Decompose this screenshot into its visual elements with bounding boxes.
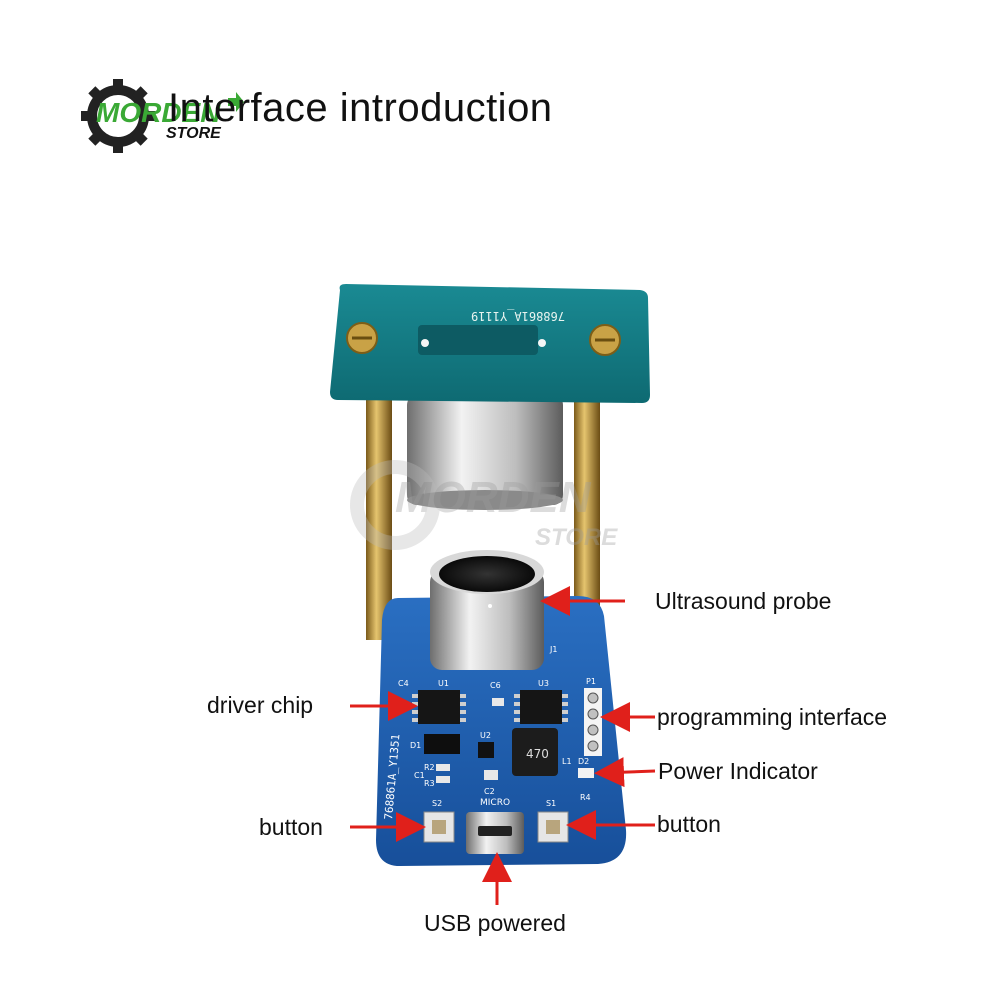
- component-ref-c4: C4: [398, 679, 409, 688]
- label-ultrasound-probe: Ultrasound probe: [655, 588, 832, 614]
- component-ref-l1: L1: [562, 757, 572, 766]
- logo-text-secondary: STORE: [166, 125, 222, 142]
- diode: [424, 734, 460, 754]
- label-button-left: button: [259, 814, 323, 840]
- component-ref-r2: R2: [424, 763, 435, 772]
- component-ref-u3: U3: [538, 679, 549, 688]
- page-title: Interface introduction: [168, 86, 553, 130]
- logo-text-primary: MORDEN: [96, 97, 221, 128]
- label-programming-interface: programming interface: [657, 704, 888, 730]
- component-ref-s1: S1: [546, 799, 556, 808]
- component-ref-r4: R4: [580, 793, 591, 802]
- component-ref-c2: C2: [484, 787, 495, 796]
- component-ref-u2: U2: [480, 731, 491, 740]
- callout-arrows: [350, 586, 656, 905]
- component-ref-c1: C1: [414, 771, 425, 780]
- label-button-right: button: [657, 811, 721, 837]
- micro-usb-port: [466, 812, 524, 854]
- gear-icon: [81, 79, 155, 153]
- power-led: [578, 768, 594, 778]
- driver-chip: [418, 690, 460, 724]
- top-pcb: 768861A_Y1119: [330, 284, 650, 403]
- inductor: [512, 728, 558, 776]
- component-ref-d2: D2: [578, 757, 589, 766]
- arrow-power: [594, 757, 656, 788]
- usb-silkscreen: MICRO: [480, 798, 510, 808]
- inductor-label: 470: [526, 747, 549, 761]
- watermark: MORDEN STORE: [350, 460, 618, 551]
- component-ref-j1: J1: [549, 645, 557, 654]
- component-ref-s2: S2: [432, 799, 442, 808]
- logo-arrow-icon: [228, 92, 244, 112]
- component-ref-c6: C6: [490, 681, 501, 690]
- component-ref-p1: P1: [586, 677, 596, 686]
- component-ref-d1: D1: [410, 741, 421, 750]
- watermark-text-secondary: STORE: [535, 524, 618, 551]
- label-usb-powered: USB powered: [424, 910, 566, 936]
- top-silkscreen: 768861A_Y1119: [471, 309, 565, 323]
- second-chip: [520, 690, 562, 724]
- main-pcb: 470: [376, 550, 627, 866]
- button-s2: [423, 811, 455, 843]
- ultrasound-probe: [430, 550, 544, 670]
- component-ref-u1: U1: [438, 679, 449, 688]
- watermark-text-primary: MORDEN: [395, 473, 592, 522]
- button-s1: [537, 811, 569, 843]
- label-driver-chip: driver chip: [207, 692, 314, 718]
- upper-transducer: [407, 395, 563, 510]
- label-power-indicator: Power Indicator: [658, 758, 818, 784]
- programming-header: [584, 688, 602, 756]
- morden-store-logo: MORDEN STORE: [81, 79, 244, 153]
- component-ref-r3: R3: [424, 779, 435, 788]
